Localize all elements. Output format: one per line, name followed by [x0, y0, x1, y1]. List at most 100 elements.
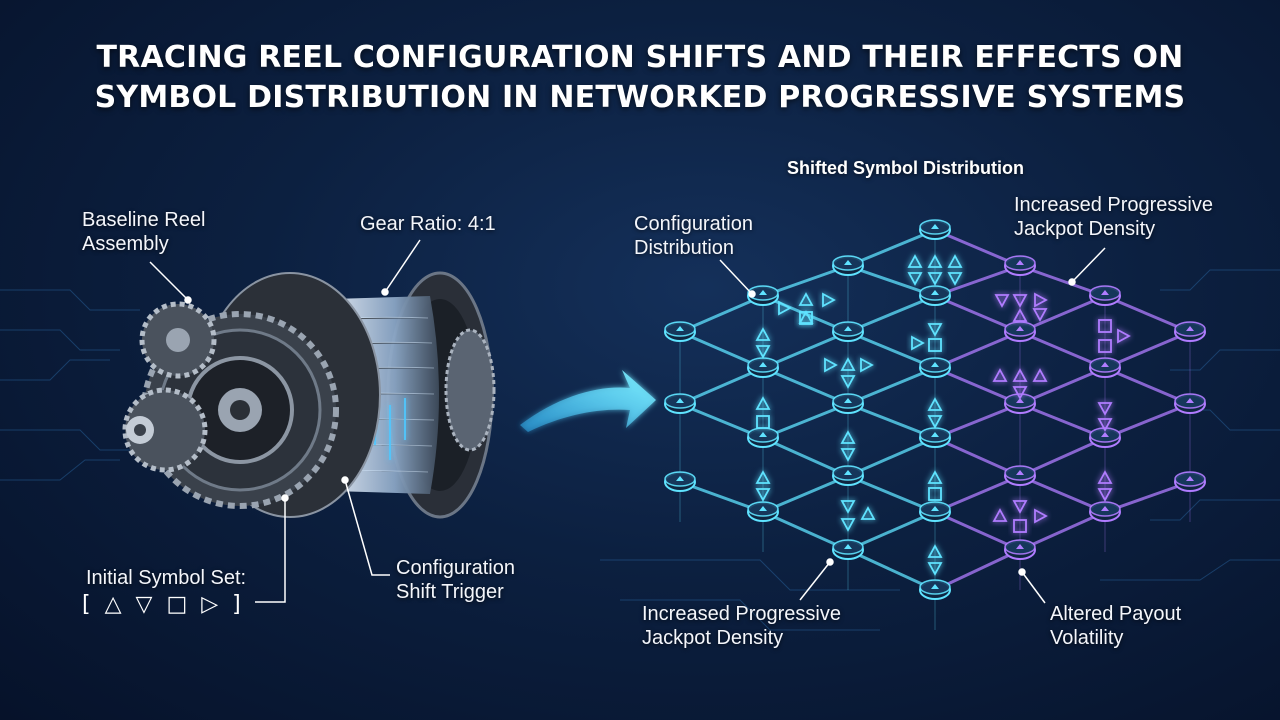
triangle-up-icon: [927, 470, 943, 484]
node-glyph-icon: [676, 476, 684, 481]
lattice-edge: [847, 510, 936, 552]
node-glyph-icon: [931, 506, 939, 511]
triangle-up-icon: [927, 544, 943, 558]
configuration-shift-trigger-label: Configuration Shift Trigger: [396, 556, 515, 604]
triangle-right-icon: [860, 357, 874, 373]
triangle-up-icon: [1032, 368, 1048, 382]
right-leader-lines: [719, 247, 1106, 604]
node-glyph-icon: [759, 290, 767, 295]
small-gear-left: [122, 387, 208, 473]
node-glyph-icon: [1016, 470, 1024, 475]
triangle-up-icon: [947, 254, 963, 268]
back-gear: [444, 328, 496, 452]
triangle-right-icon: [1117, 328, 1131, 344]
triangle-up-icon: [927, 397, 943, 411]
triangle-down-icon: ▽: [135, 592, 153, 617]
triangle-up-icon: [907, 254, 923, 268]
triangle-right-icon: [1034, 508, 1048, 524]
page-title-line-1: TRACING REEL CONFIGURATION SHIFTS AND TH…: [96, 40, 1184, 75]
trigger-label-line-2: Shift Trigger: [396, 581, 504, 603]
bracket-open: [: [82, 592, 91, 617]
triangle-up-icon: [992, 368, 1008, 382]
reel-assembly: [122, 271, 496, 519]
node-glyph-icon: [1186, 398, 1194, 403]
triangle-down-icon: [840, 375, 856, 389]
node-glyph-icon: [759, 362, 767, 367]
network-lattice: [664, 219, 1206, 630]
triangle-down-icon: [1012, 500, 1028, 514]
node-glyph-icon: [844, 398, 852, 403]
triangle-up-icon: △: [104, 592, 122, 617]
jackpot-top-line-2: Jackpot Density: [1014, 218, 1156, 240]
triangle-up-icon: [755, 470, 771, 484]
node-glyph-icon: [931, 224, 939, 229]
config-label-line-2: Distribution: [634, 237, 735, 259]
triangle-down-icon: [927, 415, 943, 429]
baseline-reel-label-line-1: Baseline Reel: [82, 209, 206, 231]
triangle-up-icon: [1097, 470, 1113, 484]
node-glyph-icon: [759, 506, 767, 511]
node-glyph-icon: [931, 362, 939, 367]
triangle-down-icon: [994, 294, 1010, 308]
config-label-line-1: Configuration: [634, 213, 753, 235]
node-glyph-icon: [844, 470, 852, 475]
triangle-down-icon: [927, 562, 943, 576]
node-glyph-icon: [1016, 326, 1024, 331]
node-glyph-icon: [1186, 326, 1194, 331]
square-icon: [928, 338, 942, 352]
triangle-down-icon: [755, 345, 771, 359]
square-icon: [1013, 519, 1027, 533]
lattice-edge: [847, 548, 936, 592]
node-glyph-icon: [1016, 398, 1024, 403]
baseline-reel-label-line-2: Assembly: [82, 233, 169, 255]
node-glyph-icon: [676, 326, 684, 331]
square-icon: [928, 487, 942, 501]
baseline-reel-label: Baseline Reel Assembly: [82, 208, 205, 256]
left-leader-lines: [149, 239, 421, 603]
node-glyph-icon: [676, 398, 684, 403]
node-glyph-icon: [1101, 362, 1109, 367]
triangle-up-icon: [927, 254, 943, 268]
node-glyph-icon: [1101, 432, 1109, 437]
circuit-traces: [0, 269, 1280, 631]
node-glyph-icon: [1101, 290, 1109, 295]
triangle-right-icon: [911, 335, 925, 351]
triangle-down-icon: [927, 323, 943, 337]
initial-symbol-set: [ △ ▽ □ ▷ ]: [82, 592, 241, 617]
triangle-up-icon: [798, 310, 814, 324]
triangle-down-icon: [1012, 294, 1028, 308]
triangle-down-icon: [840, 500, 856, 514]
square-icon: [1098, 319, 1112, 333]
node-glyph-icon: [931, 584, 939, 589]
square-icon: □: [166, 592, 188, 617]
triangle-right-icon: [824, 357, 838, 373]
node-glyph-icon: [759, 432, 767, 437]
triangle-down-icon: [1097, 488, 1113, 502]
square-icon: [756, 415, 770, 429]
triangle-down-icon: [907, 272, 923, 286]
node-glyph-icon: [931, 432, 939, 437]
triangle-down-icon: [1097, 402, 1113, 416]
square-icon: [1098, 339, 1112, 353]
triangle-up-icon: [992, 508, 1008, 522]
gear-ratio-label: Gear Ratio: 4:1: [360, 213, 496, 235]
node-glyph-icon: [1016, 260, 1024, 265]
triangle-down-icon: [1097, 418, 1113, 432]
volatility-line-1: Altered Payout: [1050, 603, 1182, 625]
node-glyph-icon: [844, 326, 852, 331]
page-title-line-2: SYMBOL DISTRIBUTION IN NETWORKED PROGRES…: [94, 80, 1186, 115]
jackpot-density-label-bottom: Increased Progressive Jackpot Density: [642, 602, 841, 650]
triangle-down-icon: [840, 518, 856, 532]
bracket-close: ]: [232, 592, 241, 617]
transition-arrow: [520, 370, 656, 432]
triangle-up-icon: [860, 506, 876, 520]
lattice-edge: [934, 548, 1021, 592]
lattice-edge: [847, 436, 936, 478]
node-glyph-icon: [931, 290, 939, 295]
triangle-right-icon: [822, 292, 836, 308]
jackpot-top-line-1: Increased Progressive: [1014, 194, 1213, 216]
node-glyph-icon: [1186, 476, 1194, 481]
triangle-right-icon: ▷: [201, 592, 219, 617]
triangle-up-icon: [1012, 368, 1028, 382]
